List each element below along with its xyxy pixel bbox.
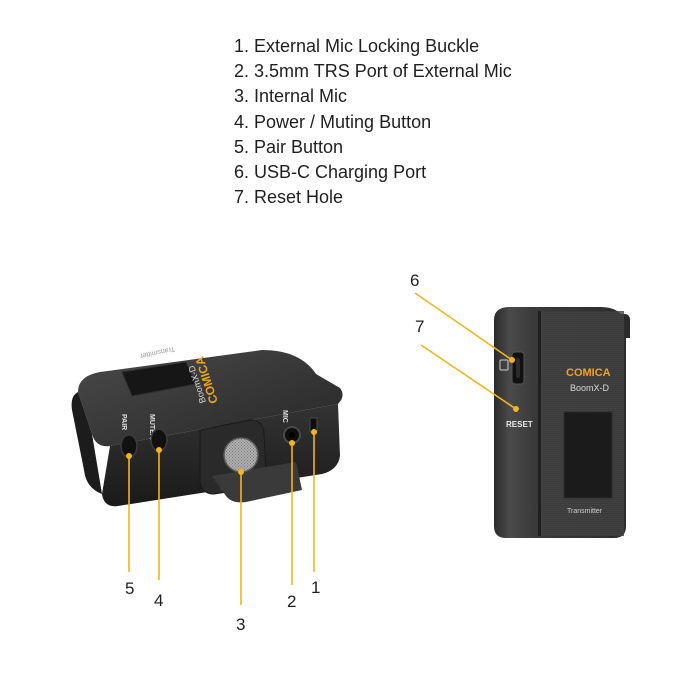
mute-label: MUTE/⏻: [148, 414, 156, 442]
left-device-screen: [121, 361, 197, 397]
callout-3: 3: [236, 615, 246, 634]
leader-dot-6: [508, 356, 515, 363]
left-transmitter: Transmitter COMICA BoomX-D PAIR MUTE/⏻ M…: [71, 345, 343, 507]
leader-line-7: [420, 344, 517, 410]
legend-item-3: 3. Internal Mic: [234, 86, 348, 107]
leader-dot-1: [310, 428, 317, 435]
callout-5: 5: [125, 579, 135, 598]
leader-lines-right: [414, 292, 519, 412]
callout-6: 6: [410, 271, 420, 290]
legend-item-7: 7. Reset Hole: [234, 187, 344, 208]
legend-item-1: 1. External Mic Locking Buckle: [234, 36, 480, 56]
parts-legend: 1. External Mic Locking Buckle 2. 3.5mm …: [234, 34, 512, 210]
left-device-side-face: [71, 392, 102, 494]
callout-2: 2: [287, 592, 297, 611]
internal-mic-mesh: [223, 437, 259, 473]
locking-buckle-plate: [212, 462, 302, 503]
right-device-screen: [563, 411, 613, 499]
right-screen-label: Transmitter: [567, 508, 603, 515]
leader-dot-5: [126, 452, 133, 459]
right-brand-logo: COMICA: [566, 367, 611, 379]
left-screen-label: Transmitter: [139, 345, 175, 359]
right-model-name: BoomX-D: [570, 383, 610, 393]
battery-icon: [499, 359, 509, 371]
legend-item-5: 5. Pair Button: [234, 136, 344, 157]
legend-item-4: 4. Power / Muting Button: [234, 111, 432, 132]
leader-lines-left: [126, 428, 317, 605]
leader-dot-3: [238, 468, 245, 475]
callout-7: 7: [415, 317, 425, 336]
leader-dot-7: [512, 405, 519, 412]
legend-item-2: 2. 3.5mm TRS Port of External Mic: [234, 61, 512, 82]
right-transmitter: RESET COMICA BoomX-D Transmitter: [494, 307, 630, 538]
leader-line-6: [414, 292, 513, 361]
mic-port-label: MIC: [281, 410, 288, 423]
callout-4: 4: [154, 591, 164, 610]
pair-label: PAIR: [120, 414, 127, 430]
callout-1: 1: [311, 578, 321, 597]
legend-item-6: 6. USB-C Charging Port: [234, 162, 427, 183]
reset-label: RESET: [506, 420, 533, 429]
leader-dot-4: [156, 446, 163, 453]
leader-dot-2: [288, 439, 295, 446]
